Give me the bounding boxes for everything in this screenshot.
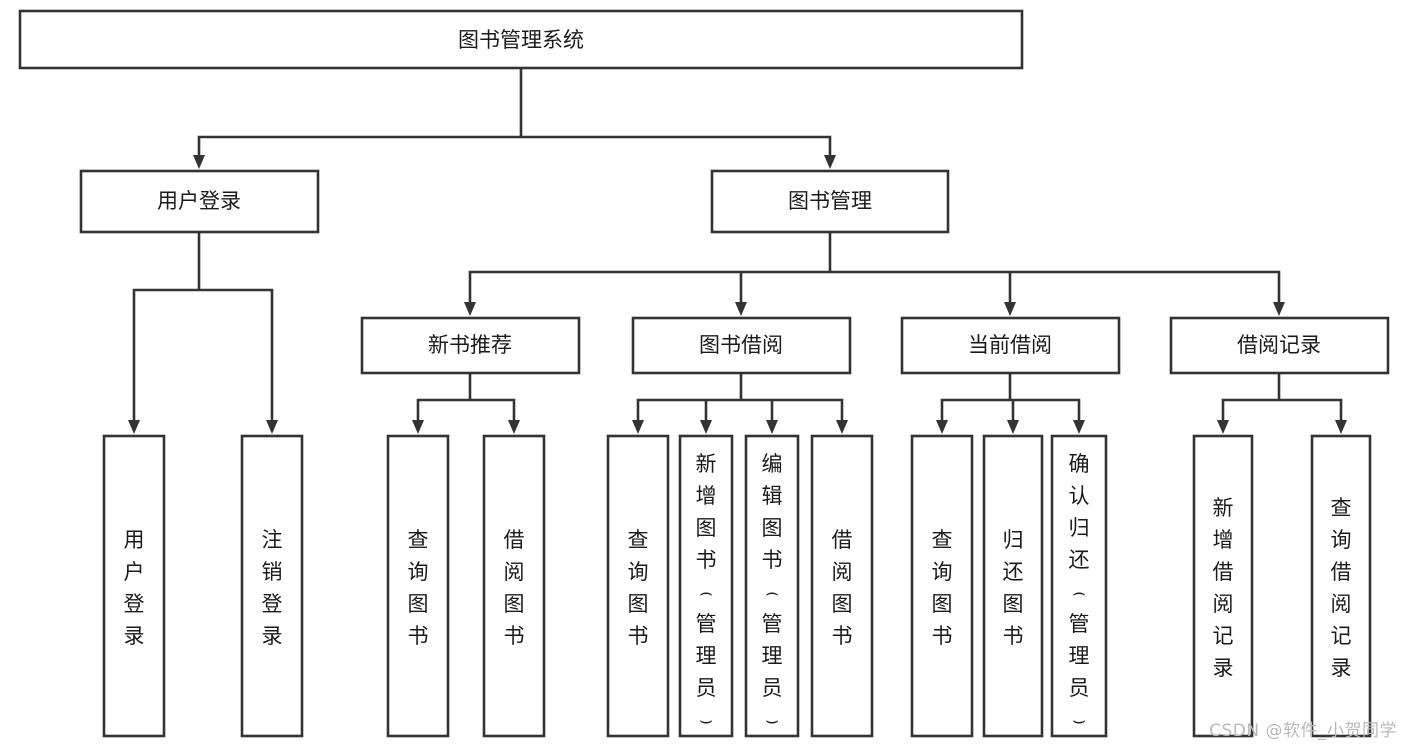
arrow-to-book-management	[824, 155, 836, 169]
connector-current-borrow-bus	[940, 371, 1081, 422]
arrow-to-new-book-recommend	[464, 302, 476, 316]
watermark: CSDN @软件_小贺同学	[1209, 721, 1397, 741]
node-root-label: 图书管理系统	[458, 28, 584, 52]
node-leaf-query-borrow-record[interactable]: 查询借阅记录	[1310, 434, 1372, 738]
arrow-to-leaf-add-borrow-record	[1217, 420, 1229, 434]
arrow-to-leaf-user-login	[128, 420, 140, 434]
arrow-to-leaf-query-borrow-record	[1335, 420, 1347, 434]
node-leaf-query-book-borrow[interactable]: 查询图书	[606, 434, 670, 738]
node-current-borrow[interactable]: 当前借阅	[900, 316, 1121, 375]
node-current-borrow-box[interactable]	[900, 316, 1121, 375]
node-leaf-add-borrow-record-label: 新增借阅记录	[1213, 496, 1234, 680]
node-new-book-recommend-label: 新书推荐	[428, 333, 512, 357]
node-leaf-user-logout-box[interactable]	[240, 434, 304, 738]
node-leaf-add-book-admin-box[interactable]	[678, 434, 734, 738]
node-leaf-edit-book-admin-label: 编辑图书⌢管理员⌣	[762, 452, 783, 732]
node-leaf-add-book-admin-label: 新增图书⌢管理员⌣	[696, 452, 717, 732]
arrow-to-book-borrow	[735, 302, 747, 316]
node-leaf-query-book-borrow-label: 查询图书	[628, 528, 649, 648]
node-leaf-add-borrow-record-box[interactable]	[1192, 434, 1254, 738]
arrow-to-leaf-borrow-book-borrow	[836, 420, 848, 434]
node-leaf-edit-book-admin-box[interactable]	[744, 434, 800, 738]
arrow-to-current-borrow	[1004, 302, 1016, 316]
arrow-to-leaf-confirm-return-admin	[1073, 420, 1085, 434]
node-leaf-borrow-book-recommend-box[interactable]	[482, 434, 546, 738]
connector-new-book-recommend-bus	[416, 371, 516, 422]
connector-book-borrow-bus	[636, 371, 844, 422]
leaves-layer: 用户登录 注销登录 查询图书 借阅图书 查询图书 新增图书⌢管理员⌣ 编辑图书⌢管理员⌣ 借阅…	[102, 434, 1372, 738]
node-leaf-borrow-book-borrow-label: 借阅图书	[832, 528, 853, 648]
connector-user-login-bus	[132, 230, 274, 422]
node-book-borrow-box[interactable]	[631, 316, 852, 375]
node-leaf-query-book-recommend[interactable]: 查询图书	[386, 434, 450, 738]
node-borrow-record[interactable]: 借阅记录	[1169, 316, 1390, 375]
node-leaf-confirm-return-admin-box[interactable]	[1050, 434, 1108, 738]
arrow-to-leaf-return-book	[1007, 420, 1019, 434]
connector-book-management-bus	[468, 230, 1281, 304]
node-borrow-record-box[interactable]	[1169, 316, 1390, 375]
node-leaf-query-book-recommend-label: 查询图书	[408, 528, 429, 648]
node-leaf-return-book[interactable]: 归还图书	[982, 434, 1044, 738]
node-book-management[interactable]: 图书管理	[710, 169, 950, 234]
arrow-to-borrow-record	[1273, 302, 1285, 316]
node-leaf-borrow-book-borrow-box[interactable]	[810, 434, 874, 738]
node-leaf-user-login[interactable]: 用户登录	[102, 434, 166, 738]
arrow-to-leaf-query-book-borrow	[632, 420, 644, 434]
node-leaf-confirm-return-admin-label: 确认归还⌢管理员⌣	[1069, 452, 1090, 732]
arrow-to-leaf-query-book-current	[936, 420, 948, 434]
node-leaf-user-login-box[interactable]	[102, 434, 166, 738]
node-root[interactable]: 图书管理系统	[18, 9, 1024, 70]
node-leaf-borrow-book-recommend[interactable]: 借阅图书	[482, 434, 546, 738]
node-new-book-recommend[interactable]: 新书推荐	[360, 316, 581, 375]
node-new-book-recommend-box[interactable]	[360, 316, 581, 375]
node-user-login[interactable]: 用户登录	[79, 169, 320, 234]
node-leaf-user-login-label: 用户登录	[124, 528, 145, 648]
node-leaf-edit-book-admin[interactable]: 编辑图书⌢管理员⌣	[744, 434, 800, 738]
arrow-to-leaf-add-book-admin	[700, 420, 712, 434]
node-leaf-query-book-current-box[interactable]	[910, 434, 974, 738]
node-leaf-confirm-return-admin[interactable]: 确认归还⌢管理员⌣	[1050, 434, 1108, 738]
node-leaf-return-book-box[interactable]	[982, 434, 1044, 738]
node-leaf-user-logout[interactable]: 注销登录	[240, 434, 304, 738]
node-borrow-record-label: 借阅记录	[1237, 333, 1321, 357]
node-leaf-query-borrow-record-box[interactable]	[1310, 434, 1372, 738]
arrow-to-leaf-edit-book-admin	[766, 420, 778, 434]
connector-root-bus	[197, 66, 832, 157]
arrow-to-leaf-query-book-recommend	[412, 420, 424, 434]
node-leaf-query-borrow-record-label: 查询借阅记录	[1331, 496, 1352, 680]
arrow-to-user-login	[193, 155, 205, 169]
node-leaf-query-book-borrow-box[interactable]	[606, 434, 670, 738]
node-leaf-query-book-recommend-box[interactable]	[386, 434, 450, 738]
node-leaf-add-book-admin[interactable]: 新增图书⌢管理员⌣	[678, 434, 734, 738]
arrow-to-leaf-user-logout	[266, 420, 278, 434]
node-book-borrow-label: 图书借阅	[699, 333, 783, 357]
node-current-borrow-label: 当前借阅	[968, 333, 1052, 357]
node-book-borrow[interactable]: 图书借阅	[631, 316, 852, 375]
node-leaf-return-book-label: 归还图书	[1003, 528, 1024, 648]
node-book-management-box[interactable]	[710, 169, 950, 234]
node-leaf-query-book-current-label: 查询图书	[932, 528, 953, 648]
node-root-box[interactable]	[18, 9, 1024, 70]
node-leaf-user-logout-label: 注销登录	[262, 528, 283, 648]
arrow-to-leaf-borrow-book-recommend	[508, 420, 520, 434]
connectors-layer	[128, 66, 1347, 434]
node-leaf-borrow-book-borrow[interactable]: 借阅图书	[810, 434, 874, 738]
node-leaf-query-book-current[interactable]: 查询图书	[910, 434, 974, 738]
node-leaf-borrow-book-recommend-label: 借阅图书	[504, 528, 525, 648]
node-user-login-box[interactable]	[79, 169, 320, 234]
connector-borrow-record-bus	[1221, 371, 1343, 422]
nodes-layer: 图书管理系统 用户登录 图书管理 新书推荐 图书借阅	[18, 9, 1390, 738]
node-leaf-add-borrow-record[interactable]: 新增借阅记录	[1192, 434, 1254, 738]
node-user-login-label: 用户登录	[157, 189, 241, 213]
node-book-management-label: 图书管理	[788, 189, 872, 213]
